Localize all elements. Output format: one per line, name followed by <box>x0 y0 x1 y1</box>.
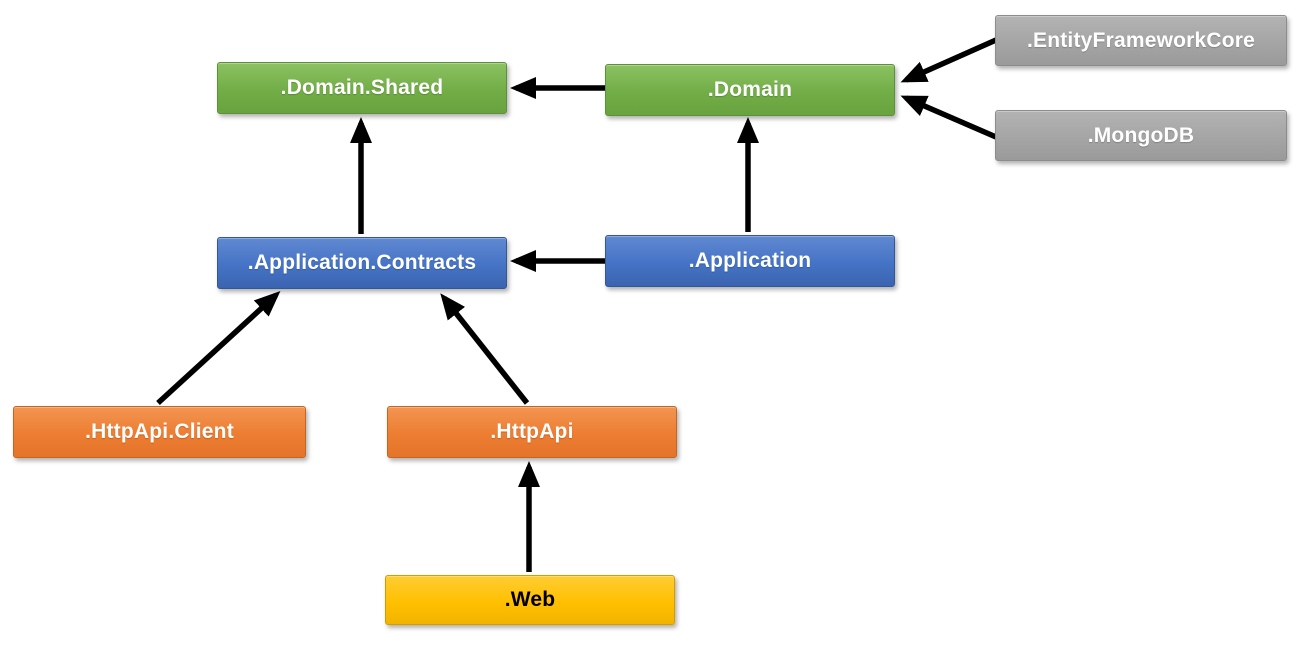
node-httpapi-label: .HttpApi <box>490 420 574 443</box>
node-application-label: .Application <box>688 249 812 272</box>
node-mongodb: .MongoDB <box>995 110 1287 161</box>
edge-httpapi-client-to-application-contracts <box>156 290 281 406</box>
node-domain-label: .Domain <box>707 78 793 101</box>
node-domain-shared: .Domain.Shared <box>217 62 507 114</box>
node-domain-shared-label: .Domain.Shared <box>280 76 444 99</box>
edge-efcore-to-domain <box>900 37 998 83</box>
node-application-contracts-label: .Application.Contracts <box>247 251 477 274</box>
node-application-contracts: .Application.Contracts <box>217 237 507 289</box>
node-web-label: .Web <box>504 588 556 611</box>
edge-mongodb-to-domain <box>900 95 998 140</box>
node-httpapi-client-label: .HttpApi.Client <box>85 420 234 443</box>
node-application: .Application <box>605 235 895 287</box>
edge-httpapi-to-application-contracts <box>440 293 530 405</box>
node-entity-framework-core: .EntityFrameworkCore <box>995 15 1287 66</box>
node-httpapi-client: .HttpApi.Client <box>13 406 306 458</box>
node-httpapi: .HttpApi <box>387 406 677 458</box>
node-web: .Web <box>385 575 675 625</box>
node-entity-framework-core-label: .EntityFrameworkCore <box>1026 28 1256 52</box>
node-domain: .Domain <box>605 64 895 116</box>
node-mongodb-label: .MongoDB <box>1087 123 1195 147</box>
